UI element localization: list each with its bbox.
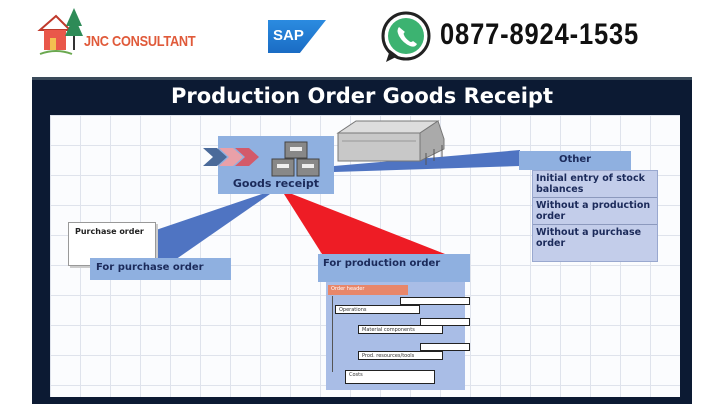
phone-number: 0877-8924-1535 [440,18,640,51]
purchase-order-doc-title: Purchase order [75,227,144,236]
goods-receipt-label: Goods receipt [232,177,320,190]
other-item: Without a production order [533,198,657,225]
boxes-icon [271,141,320,177]
other-item: Without a purchase order [536,227,642,249]
for-production-order-box: For production order [318,254,470,282]
whatsapp-icon [381,11,431,62]
header-divider [32,77,692,80]
wedge-production [284,194,445,254]
house-tree-logo-icon [37,8,83,55]
tree-line [332,296,333,372]
brand-name: JNC CONSULTANT [84,33,196,50]
warehouse-icon [336,120,445,165]
tree-card-stack [420,343,470,351]
tree-node: Material components [358,325,443,334]
other-item: Initial entry of stock balances [533,171,657,198]
slide-title: Production Order Goods Receipt [171,84,553,108]
tree-node: Operations [335,305,420,314]
chevrons-icon [203,148,259,166]
for-purchase-order-box: For purchase order [90,258,231,280]
other-list: Initial entry of stock balances Without … [532,170,658,262]
other-heading: Other [519,151,631,170]
wedge-purchase [150,194,270,262]
tree-card-stack [400,297,470,305]
wedge-other [334,150,520,172]
order-header-node: Order header [328,285,408,295]
tree-node: Costs [345,370,435,384]
tree-node: Prod. resources/tools [358,351,443,360]
tree-card-stack [420,318,470,326]
